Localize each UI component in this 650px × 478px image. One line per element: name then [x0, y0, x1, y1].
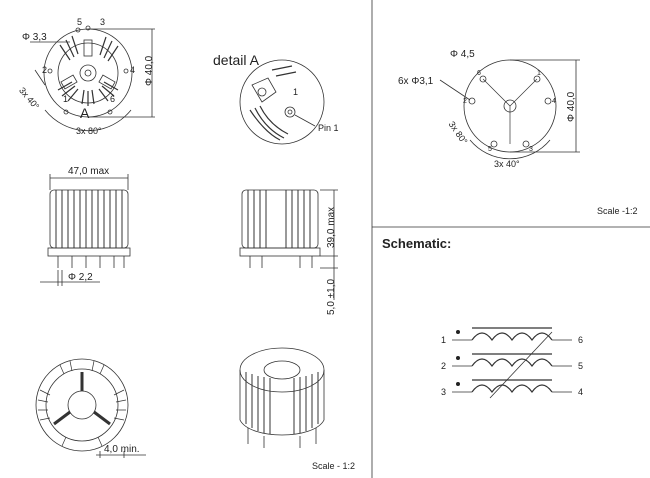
detail-a-pin-label: Pin 1 — [318, 123, 339, 133]
bottom-view-min-dim: 4,0 min. — [104, 444, 140, 455]
side-view-drawing — [40, 174, 131, 286]
top-view-pin-4: 4 — [130, 65, 136, 75]
footprint-pin-4: 4 — [552, 98, 556, 105]
top-view-dim-height: Φ 40,0 — [144, 55, 155, 86]
top-view-pin-3: 3 — [100, 17, 106, 27]
top-view-a-label: A — [80, 105, 90, 121]
side-view-right-height-dim: 39,0 max — [326, 206, 337, 248]
schematic-pin-right-5: 5 — [578, 361, 584, 371]
detail-a-num-1: 1 — [293, 87, 299, 97]
schematic-pin-right-6: 6 — [578, 335, 584, 345]
footprint-pin-3: 3 — [529, 146, 533, 153]
footprint-pin-2: 2 — [463, 98, 467, 105]
footprint-drawing — [439, 59, 580, 160]
footprint-pin-1: 1 — [537, 70, 541, 77]
bottom-view-drawing — [35, 358, 146, 458]
schematic-pin-left-2: 2 — [441, 361, 447, 371]
side-view-width-dim: 47,0 max — [68, 166, 110, 177]
side-view-right-drawing — [239, 189, 338, 300]
schematic-title: Schematic: — [382, 236, 452, 251]
schematic-pin-left-1: 1 — [441, 335, 447, 345]
right-panel-scale: Scale -1:2 — [597, 206, 638, 216]
side-view-right-pin-length-dim: 5,0 ±1,0 — [326, 278, 337, 315]
top-view-pin-1: 1 — [63, 94, 69, 104]
isometric-view-drawing — [239, 347, 325, 448]
top-view-phi-label: Φ 3,3 — [22, 32, 47, 43]
schematic-dots — [456, 330, 460, 386]
schematic-drawing — [452, 327, 572, 399]
footprint-dim: Φ 40,0 — [566, 91, 577, 122]
top-view-angle-80: 3x 80° — [76, 126, 102, 136]
left-panel-scale: Scale - 1:2 — [312, 461, 356, 471]
footprint-pin-6: 6 — [477, 70, 481, 77]
schematic-pin-left-3: 3 — [441, 387, 447, 397]
footprint-holes: 6x Φ3,1 — [398, 76, 434, 87]
top-view-pin-2: 2 — [42, 65, 48, 75]
detail-a-drawing — [239, 59, 325, 145]
footprint-hole-dia: Φ 4,5 — [450, 49, 475, 60]
top-view-drawing — [30, 25, 155, 132]
top-view-pin-6: 6 — [110, 94, 116, 104]
top-view-pin-5: 5 — [77, 17, 83, 27]
footprint-pin-5: 5 — [488, 146, 492, 153]
side-view-pin-dim: Φ 2,2 — [68, 272, 93, 283]
detail-a-title: detail A — [213, 52, 259, 68]
schematic-pin-right-4: 4 — [578, 387, 584, 397]
footprint-angle-40: 3x 40° — [494, 159, 520, 169]
